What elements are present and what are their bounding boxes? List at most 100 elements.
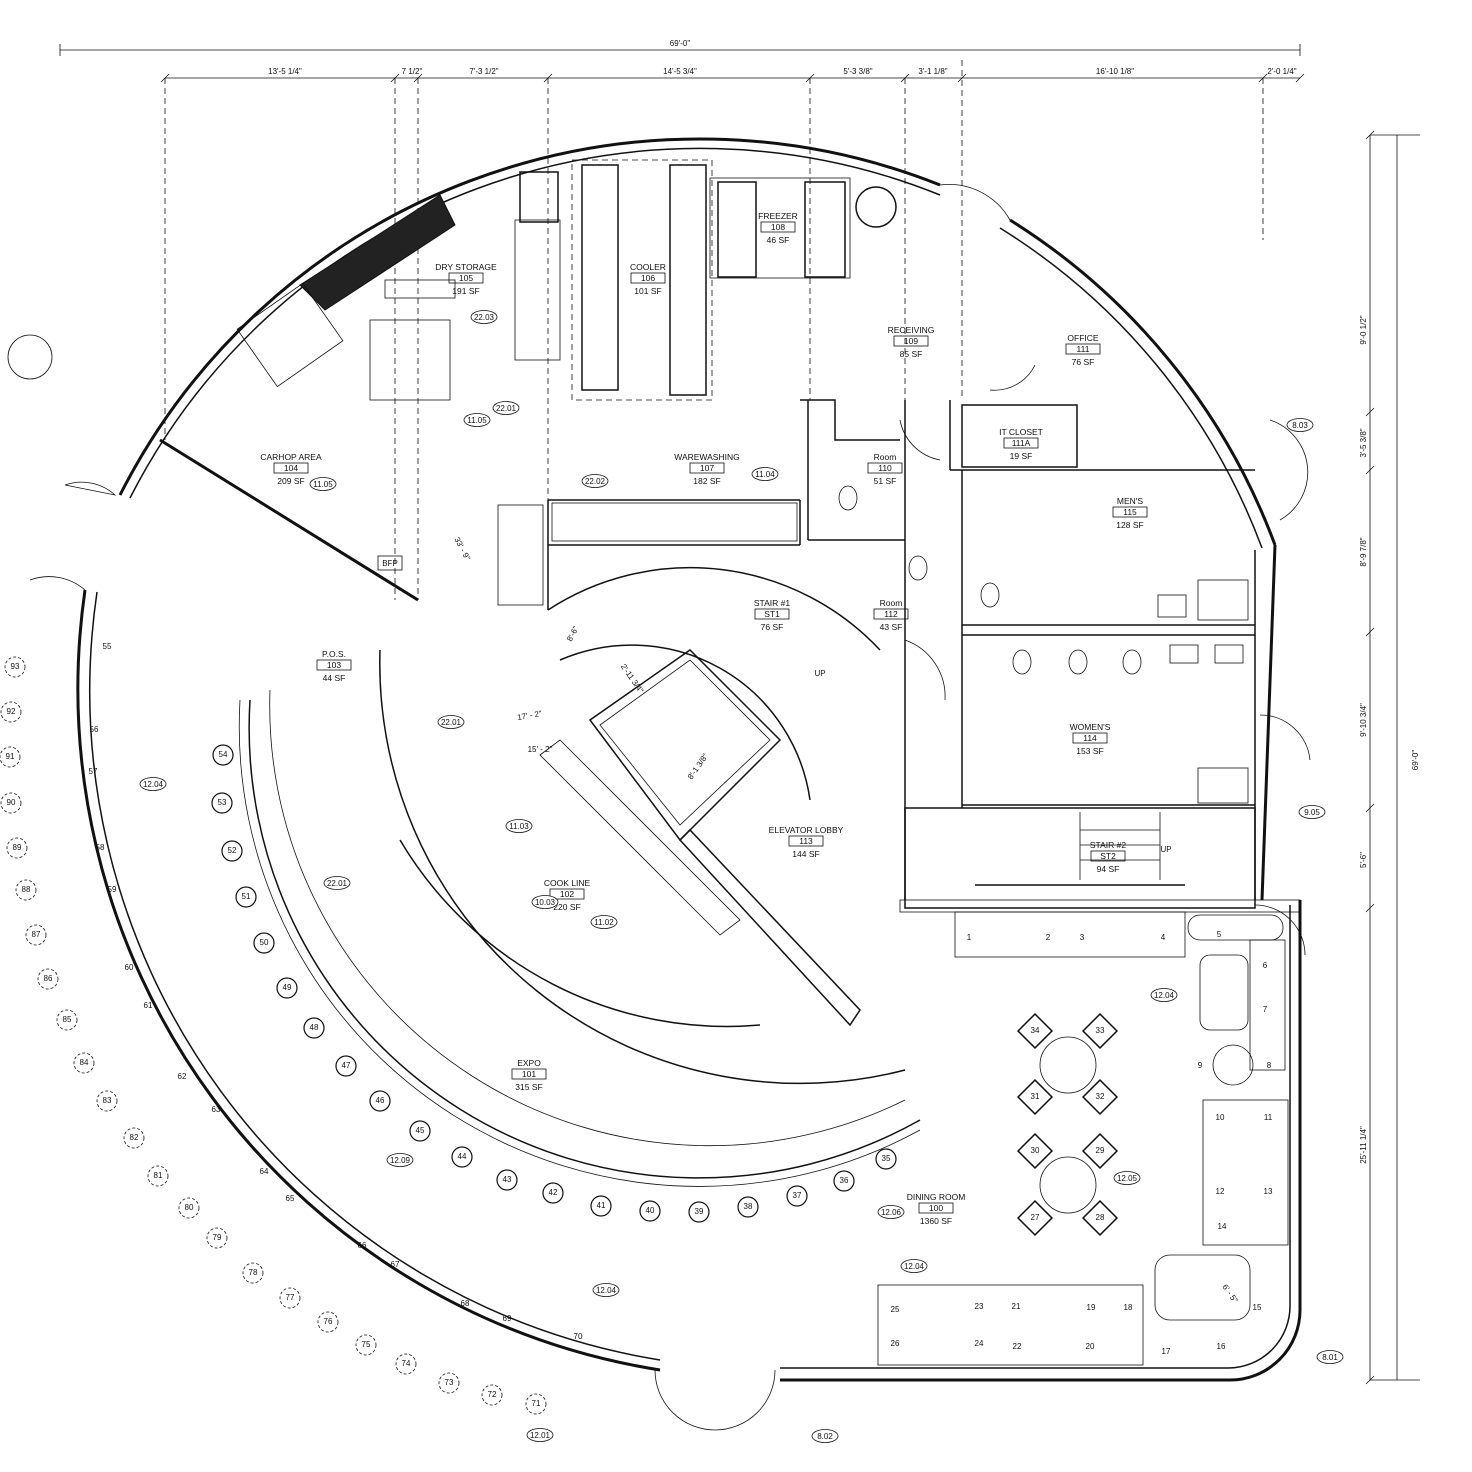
patio-seat: 87 (25, 924, 47, 946)
banquette-seat: 69 (503, 1314, 512, 1323)
dining-chair: 34 (1016, 1012, 1054, 1050)
bar-stool: 37 (786, 1185, 808, 1207)
banquette-seat: 55 (103, 642, 112, 651)
patio-seat: 78 (242, 1262, 264, 1284)
banquette-seat-number: 60 (125, 963, 134, 972)
room-name: Room (880, 598, 903, 608)
booth-seat: 20 (1086, 1342, 1095, 1351)
dim-6-5: 6' - 5" (1221, 1283, 1240, 1305)
bar-stool: 36 (833, 1170, 855, 1192)
bar-stool: 46 (369, 1090, 391, 1112)
booth-seat-number: 10 (1216, 1113, 1225, 1122)
booth-seat-number: 22 (1013, 1342, 1022, 1351)
room-area: 1360 SF (920, 1216, 952, 1226)
dining-chair-number: 34 (1031, 1026, 1040, 1035)
banquette-seat-number: 69 (503, 1314, 512, 1323)
room-area: 128 SF (1116, 520, 1143, 530)
booth-seat-number: 15 (1253, 1303, 1262, 1312)
room-name: WOMEN'S (1070, 722, 1111, 732)
patio-seat: 76 (317, 1311, 339, 1333)
room-name: STAIR #1 (754, 598, 790, 608)
banquette-seat: 59 (108, 885, 117, 894)
patio-seat: 86 (37, 968, 59, 990)
room-area: 209 SF (277, 476, 304, 486)
bar-stool-number: 46 (376, 1096, 385, 1105)
banquette-seat-number: 63 (212, 1105, 221, 1114)
booth-seat: 1 (967, 933, 972, 942)
patio-seat-number: 74 (402, 1359, 411, 1368)
room-name: Room (874, 452, 897, 462)
banquette-seat: 61 (144, 1001, 153, 1010)
dim-8-6: 8'-6" (565, 625, 581, 643)
room-number: 112 (884, 609, 898, 619)
equipment-tag-label: 22.01 (327, 879, 348, 888)
booth-seat-number: 25 (891, 1305, 900, 1314)
top-dim-3: 14'-5 3/4" (663, 67, 697, 76)
dim-17-2: 17' - 2" (517, 709, 543, 722)
equipment-tag: 12.04 (139, 777, 167, 791)
room-name: MEN'S (1117, 496, 1144, 506)
booth-seat: 17 (1162, 1347, 1171, 1356)
banquette-seat-number: 56 (90, 725, 99, 734)
patio-seat: 77 (279, 1287, 301, 1309)
equipment-tag-label: 11.04 (755, 470, 775, 479)
right-dim-4: 5'-6" (1359, 852, 1368, 868)
bar-stool: 45 (409, 1120, 431, 1142)
booth-seat: 8 (1267, 1061, 1272, 1070)
bar-stool-number: 52 (228, 846, 237, 855)
booth-seat: 11 (1264, 1113, 1273, 1122)
dining-chair-number: 31 (1031, 1092, 1040, 1101)
equipment-tag: 22.01 (437, 715, 465, 729)
patio-seat-number: 84 (80, 1058, 89, 1067)
room-number: 115 (1123, 507, 1137, 517)
bar-stool: 35 (875, 1148, 897, 1170)
bar-stool-number: 54 (219, 750, 228, 759)
booth-seat-number: 2 (1046, 933, 1051, 942)
dining-chair: 32 (1081, 1078, 1119, 1116)
bar-stool-number: 47 (342, 1061, 351, 1070)
bar-stool: 44 (451, 1146, 473, 1168)
equipment-tag-label: 8.02 (817, 1432, 833, 1441)
banquette-seat-number: 57 (89, 767, 98, 776)
booth-seat: 12 (1216, 1187, 1225, 1196)
room-area: 46 SF (767, 235, 790, 245)
equipment-tag: 11.03 (505, 819, 533, 833)
booth-seat-number: 14 (1218, 1222, 1227, 1231)
booth-seat-number: 11 (1264, 1113, 1273, 1122)
stair-2-treads (1079, 812, 1161, 880)
booth-seat-number: 19 (1087, 1303, 1096, 1312)
patio-seat-number: 71 (532, 1399, 541, 1408)
dining-chair-number: 27 (1031, 1213, 1040, 1222)
room-name: DRY STORAGE (435, 262, 497, 272)
booth-seat-number: 18 (1124, 1303, 1133, 1312)
patio-seat-number: 81 (154, 1171, 163, 1180)
banquette-seat: 57 (89, 767, 98, 776)
booth-seat: 7 (1263, 1005, 1268, 1014)
room-number: 103 (327, 660, 341, 670)
equipment-tag: 12.06 (877, 1205, 905, 1219)
bar-stool: 49 (276, 977, 298, 999)
booth-seat-number: 17 (1162, 1347, 1171, 1356)
bar-stool-number: 36 (840, 1176, 849, 1185)
booth-seat: 2 (1046, 933, 1051, 942)
bar-stool-number: 41 (597, 1201, 606, 1210)
room-number: 106 (641, 273, 655, 283)
room-number: 105 (459, 273, 473, 283)
banquette-seat: 58 (96, 843, 105, 852)
bar-stool-number: 49 (283, 983, 292, 992)
room-number: 108 (771, 222, 785, 232)
equipment-tag: 11.02 (590, 915, 618, 929)
right-dim-2: 8'-9 7/8" (1359, 537, 1368, 566)
patio-seat: 71 (525, 1393, 547, 1415)
banquette-seat: 65 (286, 1194, 295, 1203)
room-number: ST1 (764, 609, 780, 619)
equipment-tag: 11.05 (463, 413, 491, 427)
patio-seat: 90 (0, 792, 22, 814)
banquette-seat: 68 (461, 1299, 470, 1308)
booth-seat-number: 20 (1086, 1342, 1095, 1351)
